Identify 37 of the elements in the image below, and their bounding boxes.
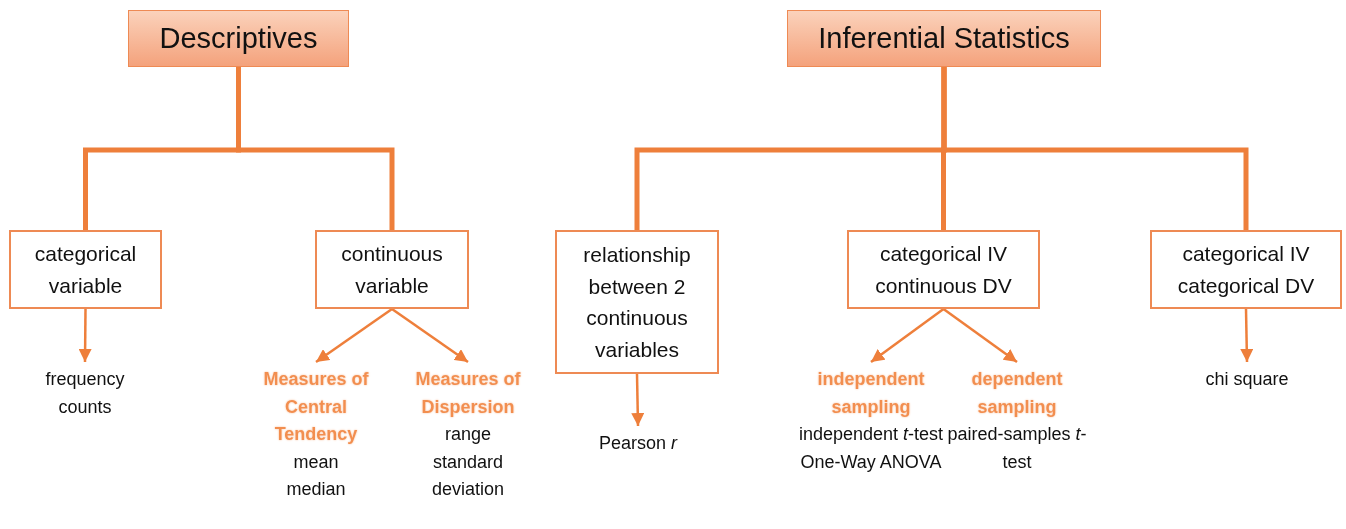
connector-line <box>236 67 395 230</box>
group-heading: Measures of Dispersion <box>414 368 522 419</box>
title-box <box>787 10 1101 67</box>
arrow <box>870 308 945 363</box>
box-label: categorical variable <box>33 241 138 299</box>
group-heading: independent sampling <box>816 368 926 419</box>
item-label: mean <box>293 450 339 474</box>
title-box <box>128 10 349 67</box>
category-box <box>847 230 1040 309</box>
category-box <box>9 230 162 309</box>
box-label: continuous variable <box>340 241 444 299</box>
arrow <box>1240 308 1254 363</box>
box-label: categorical IV continuous DV <box>874 241 1013 299</box>
arrow <box>315 307 393 364</box>
item-label: chi square <box>1205 368 1289 391</box>
item-label: median <box>286 478 346 502</box>
heading-text: Descriptives <box>159 22 318 55</box>
group-heading: Measures of Central Tendency <box>262 368 370 447</box>
box-label: categorical IV categorical DV <box>1176 241 1316 299</box>
arrow <box>391 307 469 364</box>
item-label: range <box>444 423 491 447</box>
category-box <box>1150 230 1342 309</box>
box-label: relationship between 2 continuous variables <box>582 242 692 363</box>
category-box <box>555 230 719 374</box>
item-label: paired-samples t-test <box>946 423 1088 474</box>
arrow <box>631 373 645 427</box>
item-label: independent t-test <box>798 423 944 447</box>
item-label: standard deviation <box>430 450 506 502</box>
arrow <box>942 308 1018 363</box>
item-label: Pearson r <box>598 432 677 455</box>
arrow <box>78 309 92 362</box>
connector-line <box>941 67 1249 230</box>
category-box <box>315 230 469 309</box>
heading-text: Inferential Statistics <box>818 22 1070 55</box>
group-heading: dependent sampling <box>970 368 1064 419</box>
item-label: frequency counts <box>44 368 126 419</box>
item-label: One-Way ANOVA <box>800 450 942 474</box>
